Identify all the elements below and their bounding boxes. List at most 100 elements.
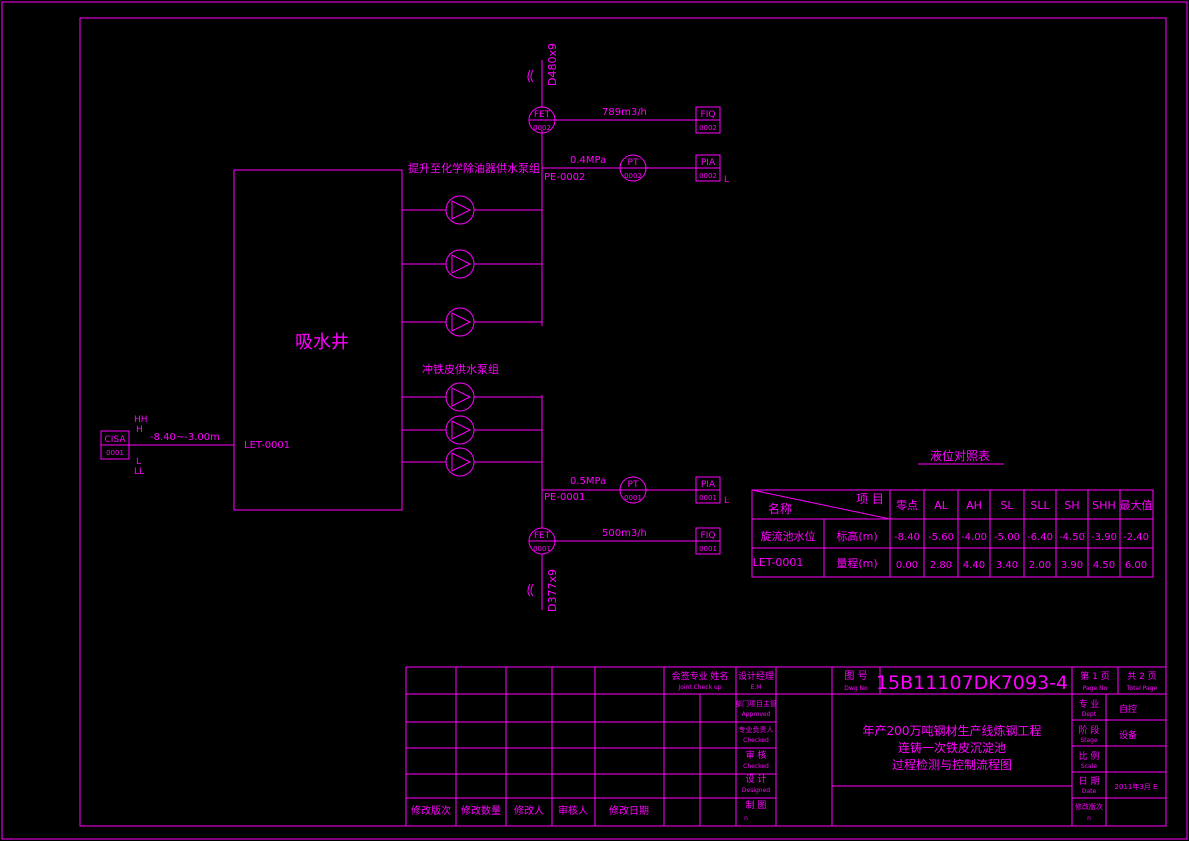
rev-header: 审核人	[558, 804, 588, 817]
table-row2-cell: 2.80	[930, 560, 952, 571]
pia-lower-alarm: L	[724, 496, 729, 506]
fet-lower-tag: FET	[534, 531, 551, 541]
pump-icon	[445, 382, 475, 412]
drawn-label: 制 图	[746, 799, 767, 811]
level-range: -8.40~-3.00m	[150, 432, 220, 443]
rev-header: 修改日期	[609, 804, 649, 817]
lower-pressure-value: 0.5MPa	[570, 476, 606, 487]
table-col-header: 零点	[896, 499, 918, 512]
fet-lower-num: 0001	[533, 545, 551, 553]
suction-well-label: 吸水井	[295, 332, 349, 353]
table-col-header: SHH	[1092, 499, 1116, 512]
alarm-ll: LL	[134, 467, 144, 477]
dwg-no-label-en: Dwg No	[844, 685, 868, 692]
pia-upper-num: 0002	[699, 172, 717, 180]
pump-icon	[445, 249, 475, 279]
pump-triangle-icon	[451, 312, 472, 332]
pia-upper-tag: PIA	[701, 158, 716, 168]
stage-label: 阶 段	[1079, 724, 1100, 736]
table-row2-cell: 0.00	[896, 560, 918, 571]
drawn-en: n	[744, 815, 748, 822]
table-row2-label: 量程(m)	[836, 557, 877, 570]
pump-triangle-icon	[451, 452, 472, 472]
alarm-h: H	[136, 425, 143, 435]
upper-pumps	[402, 130, 543, 337]
table-row1-cell: -2.40	[1123, 532, 1149, 543]
pump-icon	[445, 447, 475, 477]
drawing-number: 15B11107DK7093-4	[876, 672, 1068, 694]
pia-lower-num: 0001	[699, 494, 717, 502]
table-row-tag: LET-0001	[753, 556, 804, 569]
table-row2-cell: 3.40	[996, 560, 1018, 571]
rev-header: 修改人	[514, 804, 544, 817]
let-tag: LET-0001	[244, 440, 290, 451]
pump-icon	[445, 307, 475, 337]
table-row1-cell: -5.00	[994, 532, 1020, 543]
cisa-tag: CISA	[105, 435, 127, 445]
table-row2-cell: 3.90	[1061, 560, 1083, 571]
rev-header: 修改数量	[461, 804, 501, 817]
checked-label: 专业负责人	[739, 725, 774, 734]
lower-pipe-size: D377x9	[546, 569, 559, 612]
lower-pe-tag: PE-0001	[544, 492, 585, 503]
designed-label: 设 计	[746, 773, 767, 785]
table-row1-cell: -8.40	[894, 532, 920, 543]
alarm-hh: HH	[134, 415, 148, 425]
fiq-upper-tag: FIQ	[701, 110, 716, 120]
alarm-l: L	[136, 457, 141, 467]
page-en: Page No	[1083, 685, 1108, 692]
lower-pumps	[402, 382, 543, 528]
table-col-header: SLL	[1030, 499, 1050, 512]
approved-label: 部门项目主管	[735, 699, 777, 708]
title-block: 修改版次修改数量修改人审核人修改日期 会签专业 姓名 Joint Check u…	[405, 666, 1167, 827]
approved-en: Approved	[742, 711, 771, 718]
fiq-lower-tag: FIQ	[701, 531, 716, 541]
rev-label: 修改版次	[1075, 802, 1103, 811]
project-line-1: 年产200万吨钢材生产线炼钢工程	[863, 723, 1042, 738]
pt-lower-num: 0001	[624, 494, 642, 502]
table-col-header: AH	[966, 499, 982, 512]
table-row1-label: 标高(m)	[836, 529, 877, 543]
table-row1-cell: -6.40	[1027, 532, 1053, 543]
date-value: 2011年3月 E	[1115, 782, 1158, 791]
fiq-upper-num: 0002	[699, 124, 717, 132]
lower-pump-group-label: 冲铁皮供水泵组	[422, 362, 499, 376]
joint-check-en: Joint Check up	[677, 684, 721, 691]
level-table-title: 液位对照表	[930, 448, 990, 463]
rev-header: 修改版次	[411, 804, 451, 817]
pt-upper-num: 0002	[624, 172, 642, 180]
rev-label-en: n	[1087, 815, 1091, 822]
design-chief-en: E.M	[751, 684, 762, 691]
dept-value: 自控	[1119, 703, 1137, 715]
stage-value: 设备	[1119, 729, 1137, 741]
table-row1-cell: -4.50	[1059, 532, 1085, 543]
dwg-no-label: 图 号	[844, 670, 867, 682]
upper-pump-group-label: 提升至化学除油器供水泵组	[408, 161, 540, 175]
table-row2-cell: 6.00	[1125, 560, 1147, 571]
cisa-num: 0001	[106, 449, 124, 457]
upper-flow-value: 789m3/h	[602, 107, 647, 118]
designed-en: Designed	[742, 787, 770, 794]
table-row1-cell: -5.60	[928, 532, 954, 543]
scale-label-en: Scale	[1081, 763, 1097, 770]
pt-lower-tag: PT	[628, 480, 639, 490]
lower-flow-value: 500m3/h	[602, 528, 647, 539]
pia-lower-tag: PIA	[701, 480, 716, 490]
checked-en: Checked	[743, 737, 769, 744]
table-col-header: SL	[1000, 499, 1014, 512]
project-line-3: 过程检测与控制流程图	[892, 757, 1012, 772]
table-row1-cell: -4.00	[961, 532, 987, 543]
pump-triangle-icon	[451, 254, 472, 274]
fet-upper-num: 0002	[533, 124, 551, 132]
page-label: 第 1 页	[1080, 670, 1109, 682]
project-line-2: 连铸一次铁皮沉淀池	[898, 740, 1006, 755]
date-label-en: Date	[1082, 788, 1097, 795]
review-en: Checked	[743, 763, 769, 770]
upper-pressure-value: 0.4MPa	[570, 155, 606, 166]
pump-icon	[445, 195, 475, 225]
pia-upper-alarm: L	[724, 175, 729, 185]
table-row2-cell: 4.50	[1093, 560, 1115, 571]
pump-triangle-icon	[451, 200, 472, 220]
pump-triangle-icon	[451, 387, 472, 407]
